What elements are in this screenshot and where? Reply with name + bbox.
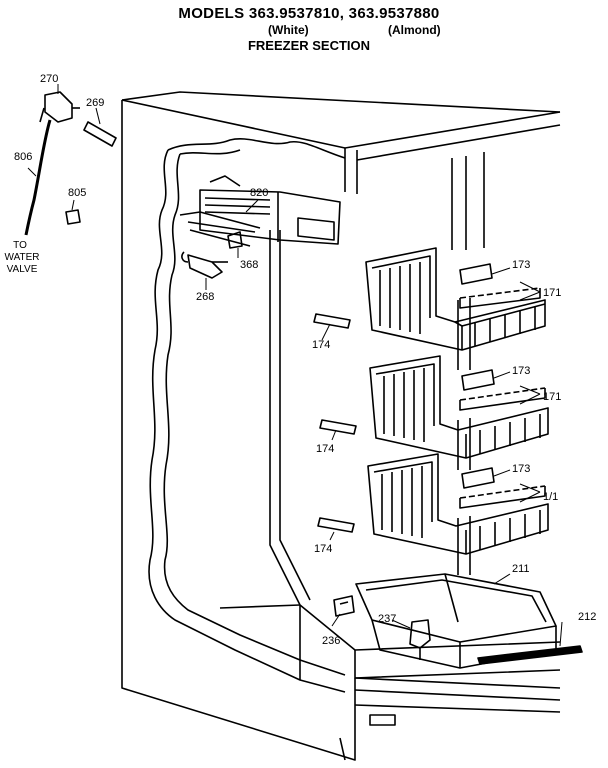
callout-237: 237 — [378, 613, 396, 625]
leader-lines — [27, 84, 563, 647]
callout-805: 805 — [68, 187, 86, 199]
callout-174-middle: 174 — [316, 443, 334, 455]
part-236-bracket — [333, 595, 355, 617]
callout-171-middle: 171 — [543, 391, 561, 403]
note-valve: VALVE — [7, 264, 38, 275]
water-line-806 — [24, 91, 80, 236]
part-269-tube — [83, 121, 117, 147]
callout-820: 820 — [250, 187, 268, 199]
freezer-basket-bottom — [317, 453, 549, 555]
cabinet-liner — [148, 138, 346, 693]
part-268-fill-tube — [181, 251, 228, 279]
callout-173-middle: 173 — [512, 365, 530, 377]
section-title: FREEZER SECTION — [247, 38, 371, 53]
freezer-basket-middle — [319, 355, 549, 459]
callout-173-top: 173 — [512, 259, 530, 271]
note-to: TO — [13, 240, 27, 251]
callout-270: 270 — [40, 73, 58, 85]
callout-174-top: 174 — [312, 339, 330, 351]
callout-269: 269 — [86, 97, 104, 109]
note-water: WATER — [5, 252, 40, 263]
callout-268: 268 — [196, 291, 214, 303]
freezer-bin-211 — [355, 573, 557, 669]
part-805-clip — [65, 209, 81, 225]
part-212-trim — [477, 645, 583, 665]
callout-174-bottom: 174 — [314, 543, 332, 555]
callout-368: 368 — [240, 259, 258, 271]
callout-212: 212 — [578, 611, 596, 623]
callout-806: 806 — [14, 151, 32, 163]
callout-211: 211 — [512, 563, 530, 575]
variant-almond: (Almond) — [388, 23, 441, 37]
part-237-bracket — [409, 619, 431, 660]
callout-236: 236 — [322, 635, 340, 647]
part-368-bracket — [227, 231, 243, 249]
callout-171-bottom: 1/1 — [543, 491, 558, 503]
diagram-title: MODELS 363.9537810, 363.9537880 — [178, 5, 440, 22]
callout-173-bottom: 173 — [512, 463, 530, 475]
variant-white: (White) — [268, 23, 309, 37]
freezer-cabinet — [121, 91, 561, 761]
callout-171-top: 171 — [543, 287, 561, 299]
ice-maker-assembly — [179, 175, 341, 247]
freezer-basket-top — [313, 247, 546, 351]
